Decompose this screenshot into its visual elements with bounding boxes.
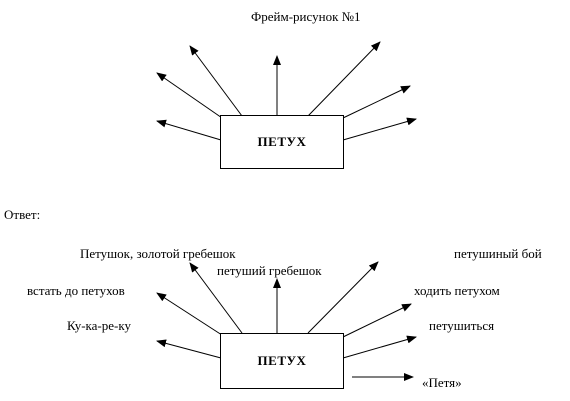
answer-label: Ответ: <box>4 207 41 222</box>
label-petushitsya: петушиться <box>429 318 495 333</box>
bottom-arrow-7 <box>342 335 417 359</box>
bottom-frame-box-label: ПЕТУХ <box>257 353 307 368</box>
label-petushiy-grebeshok: петуший гребешок <box>217 263 322 278</box>
top-arrow-7 <box>342 117 417 141</box>
top-arrow-4 <box>156 72 226 121</box>
bottom-frame-box: ПЕТУХ <box>220 333 344 389</box>
label-kukareku: Ку-ка-ре-ку <box>67 318 131 333</box>
label-petushok: Петушок, золотой гребешок <box>80 246 236 261</box>
label-hodit-petuhom: ходить петухом <box>414 283 500 298</box>
top-arrow-1 <box>189 45 243 117</box>
label-petushiny-boy: петушиный бой <box>454 246 542 261</box>
label-petya: «Петя» <box>422 375 462 390</box>
frame-title: Фрейм-рисунок №1 <box>251 9 361 24</box>
top-arrow-5 <box>342 85 411 119</box>
label-vstat-do-petuhov: встать до петухов <box>27 283 125 298</box>
bottom-arrow-3 <box>307 261 379 334</box>
top-arrows <box>156 41 417 141</box>
top-arrow-6 <box>156 119 222 141</box>
bottom-arrow-1 <box>189 262 243 334</box>
bottom-arrow-4 <box>156 292 226 338</box>
bottom-arrow-5 <box>342 303 412 338</box>
bottom-arrow-6 <box>156 339 222 359</box>
top-arrow-3 <box>307 41 381 117</box>
top-frame-box: ПЕТУХ <box>220 115 344 169</box>
top-frame-box-label: ПЕТУХ <box>257 134 307 149</box>
bottom-arrows <box>156 261 417 381</box>
